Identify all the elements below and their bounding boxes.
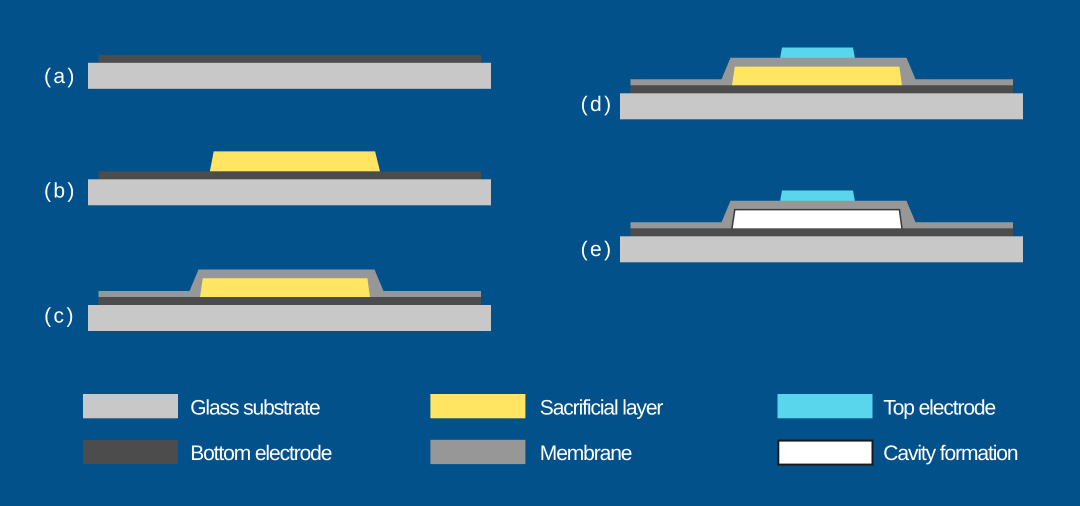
svg-text:(c): (c) <box>44 305 76 328</box>
svg-text:Membrane: Membrane <box>540 442 632 465</box>
svg-text:Bottom electrode: Bottom electrode <box>190 442 332 465</box>
svg-text:Cavity formation: Cavity formation <box>883 442 1018 465</box>
svg-text:(d): (d) <box>581 93 614 116</box>
svg-text:(e): (e) <box>581 238 614 261</box>
svg-text:(a): (a) <box>44 65 77 88</box>
svg-text:Sacrificial layer: Sacrificial layer <box>540 396 664 419</box>
svg-text:Top electrode: Top electrode <box>883 396 995 419</box>
svg-text:(b): (b) <box>44 180 77 203</box>
svg-text:Glass substrate: Glass substrate <box>190 396 320 419</box>
